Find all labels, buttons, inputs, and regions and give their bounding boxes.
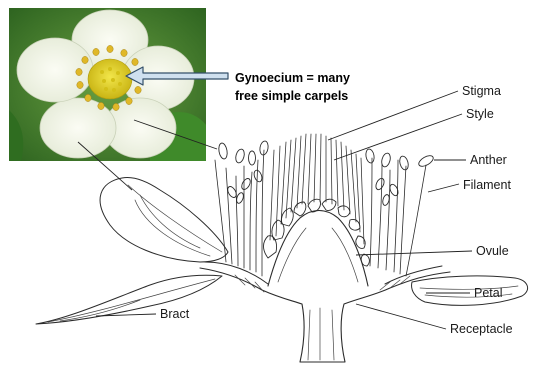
flower-photo — [9, 8, 210, 165]
callout-line-1: Gynoecium = many — [235, 71, 350, 85]
label-petal: Petal — [474, 286, 503, 300]
callout-line-2: free simple carpels — [235, 89, 348, 103]
label-filament: Filament — [463, 178, 511, 192]
label-style: Style — [466, 107, 494, 121]
label-ovule: Ovule — [476, 244, 509, 258]
label-receptacle: Receptacle — [450, 322, 513, 336]
label-anther: Anther — [470, 153, 507, 167]
label-stigma: Stigma — [462, 84, 501, 98]
label-bract: Bract — [160, 307, 190, 321]
